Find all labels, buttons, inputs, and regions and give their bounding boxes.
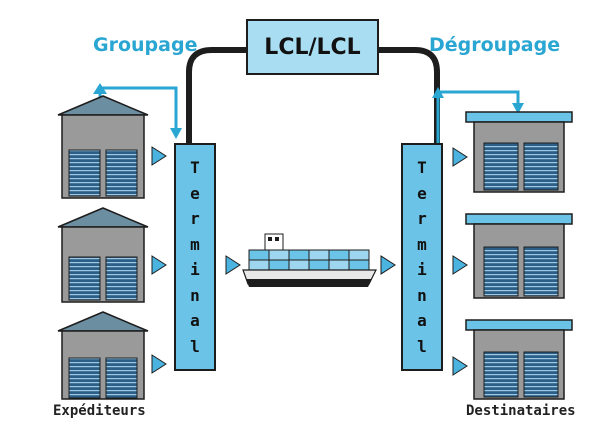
consignee-warehouse-2: [465, 213, 573, 299]
terminal-letter: i: [417, 260, 427, 279]
lcl-box: LCL/LCL: [246, 19, 379, 75]
container-ship: [242, 233, 377, 287]
shipper-warehouse-2: [57, 207, 149, 303]
groupage-label: Groupage: [93, 34, 198, 56]
flow-arrow-consignee-1: [452, 147, 468, 167]
degroupage-flow-line: [436, 90, 520, 143]
consignee-warehouse-3: [465, 319, 573, 400]
terminal-letter: l: [190, 336, 200, 356]
terminal-letter: n: [190, 285, 200, 305]
degroupage-arrowhead-down: [512, 103, 524, 114]
expediteurs-label: Expéditeurs: [53, 403, 146, 419]
terminal-letter: l: [417, 336, 427, 356]
destinataires-label: Destinataires: [466, 403, 576, 419]
terminal-letter: m: [417, 234, 427, 254]
terminal-letter: a: [190, 311, 200, 330]
terminal-letter: a: [417, 311, 427, 330]
terminal-letter: i: [190, 260, 200, 279]
degroupage-label: Dégroupage: [429, 34, 561, 56]
terminal-letter: e: [417, 183, 427, 203]
terminal-letter: n: [417, 285, 427, 305]
flow-arrow-consignee-3: [452, 356, 468, 376]
lcl-label: LCL/LCL: [264, 34, 361, 60]
groupage-arrowhead-down: [170, 128, 182, 139]
flow-arrow-shipper-1: [151, 146, 167, 166]
terminal-letter: r: [190, 209, 200, 228]
terminal-letter: m: [190, 234, 200, 254]
terminal-letter: T: [190, 158, 200, 177]
shipper-warehouse-1: [57, 95, 149, 199]
terminal-letter: r: [417, 209, 427, 228]
flow-arrow-shipper-2: [151, 255, 167, 275]
degroupage-arrowhead-up: [432, 87, 444, 98]
terminal-letter: e: [190, 183, 200, 203]
flow-arrow-from-ship: [380, 255, 396, 275]
consignee-warehouse-1: [465, 111, 573, 193]
lcl-connector-line: [186, 47, 440, 143]
shipper-warehouse-3: [57, 311, 149, 400]
flow-arrow-shipper-3: [151, 354, 167, 374]
flow-arrow-to-ship: [225, 255, 241, 275]
flow-arrow-consignee-2: [452, 255, 468, 275]
groupage-arrowhead-up: [93, 83, 107, 94]
terminal-letter: T: [417, 158, 427, 177]
